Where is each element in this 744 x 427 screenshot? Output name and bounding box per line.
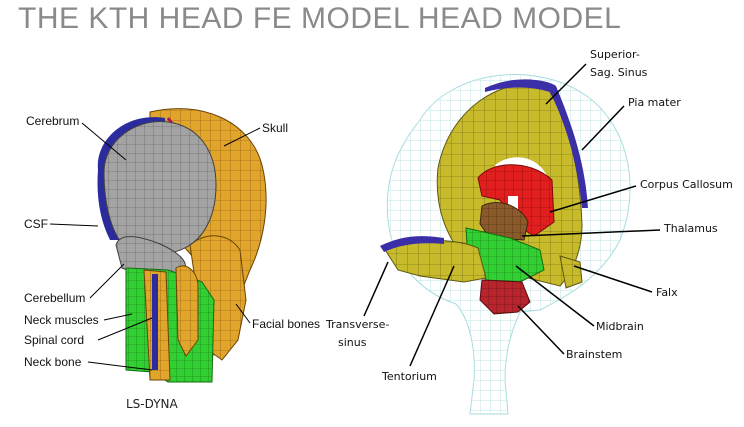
label-thalamus: Thalamus	[663, 222, 718, 235]
label-falx: Falx	[656, 286, 678, 299]
label-cerebellum: Cerebellum	[24, 291, 85, 305]
label-spinal-cord: Spinal cord	[24, 333, 84, 347]
label-pia-mater: Pia mater	[628, 96, 681, 109]
label-midbrain: Midbrain	[596, 320, 644, 333]
label-neck-bone: Neck bone	[24, 355, 82, 369]
right-labels: Superior- Sag. Sinus Pia mater Corpus Ca…	[325, 48, 733, 383]
label-cerebrum: Cerebrum	[26, 114, 79, 128]
label-skull: Skull	[262, 121, 288, 135]
label-facial-bones: Facial bones	[252, 317, 320, 331]
left-head-model	[97, 108, 267, 383]
label-superior-sag-sinus-2: Sag. Sinus	[590, 66, 648, 79]
cerebrum-shape	[103, 121, 217, 255]
brainstem-shape	[479, 279, 531, 315]
neck-muscles-shape	[125, 267, 215, 383]
tentorium-shape	[383, 240, 487, 283]
label-tentorium: Tentorium	[381, 370, 437, 383]
label-brainstem: Brainstem	[566, 348, 622, 361]
spinal-cord-shape	[152, 274, 158, 370]
superior-sag-sinus-shape	[485, 79, 588, 208]
label-superior-sag-sinus-1: Superior-	[590, 48, 640, 61]
label-neck-muscles: Neck muscles	[24, 313, 99, 327]
transverse-sinus-shape	[380, 236, 444, 252]
label-transverse-sinus-2: sinus	[338, 336, 367, 349]
caption-ls-dyna: LS-DYNA	[126, 397, 179, 411]
label-csf: CSF	[24, 217, 48, 231]
label-transverse-sinus-1: Transverse-	[325, 318, 389, 331]
left-labels: Cerebrum Skull CSF Cerebellum Neck muscl…	[24, 114, 320, 411]
label-corpus-callosum: Corpus Callosum	[640, 178, 733, 191]
page-title: THE KTH HEAD FE MODEL HEAD MODEL	[18, 2, 622, 35]
right-head-model	[380, 73, 631, 415]
